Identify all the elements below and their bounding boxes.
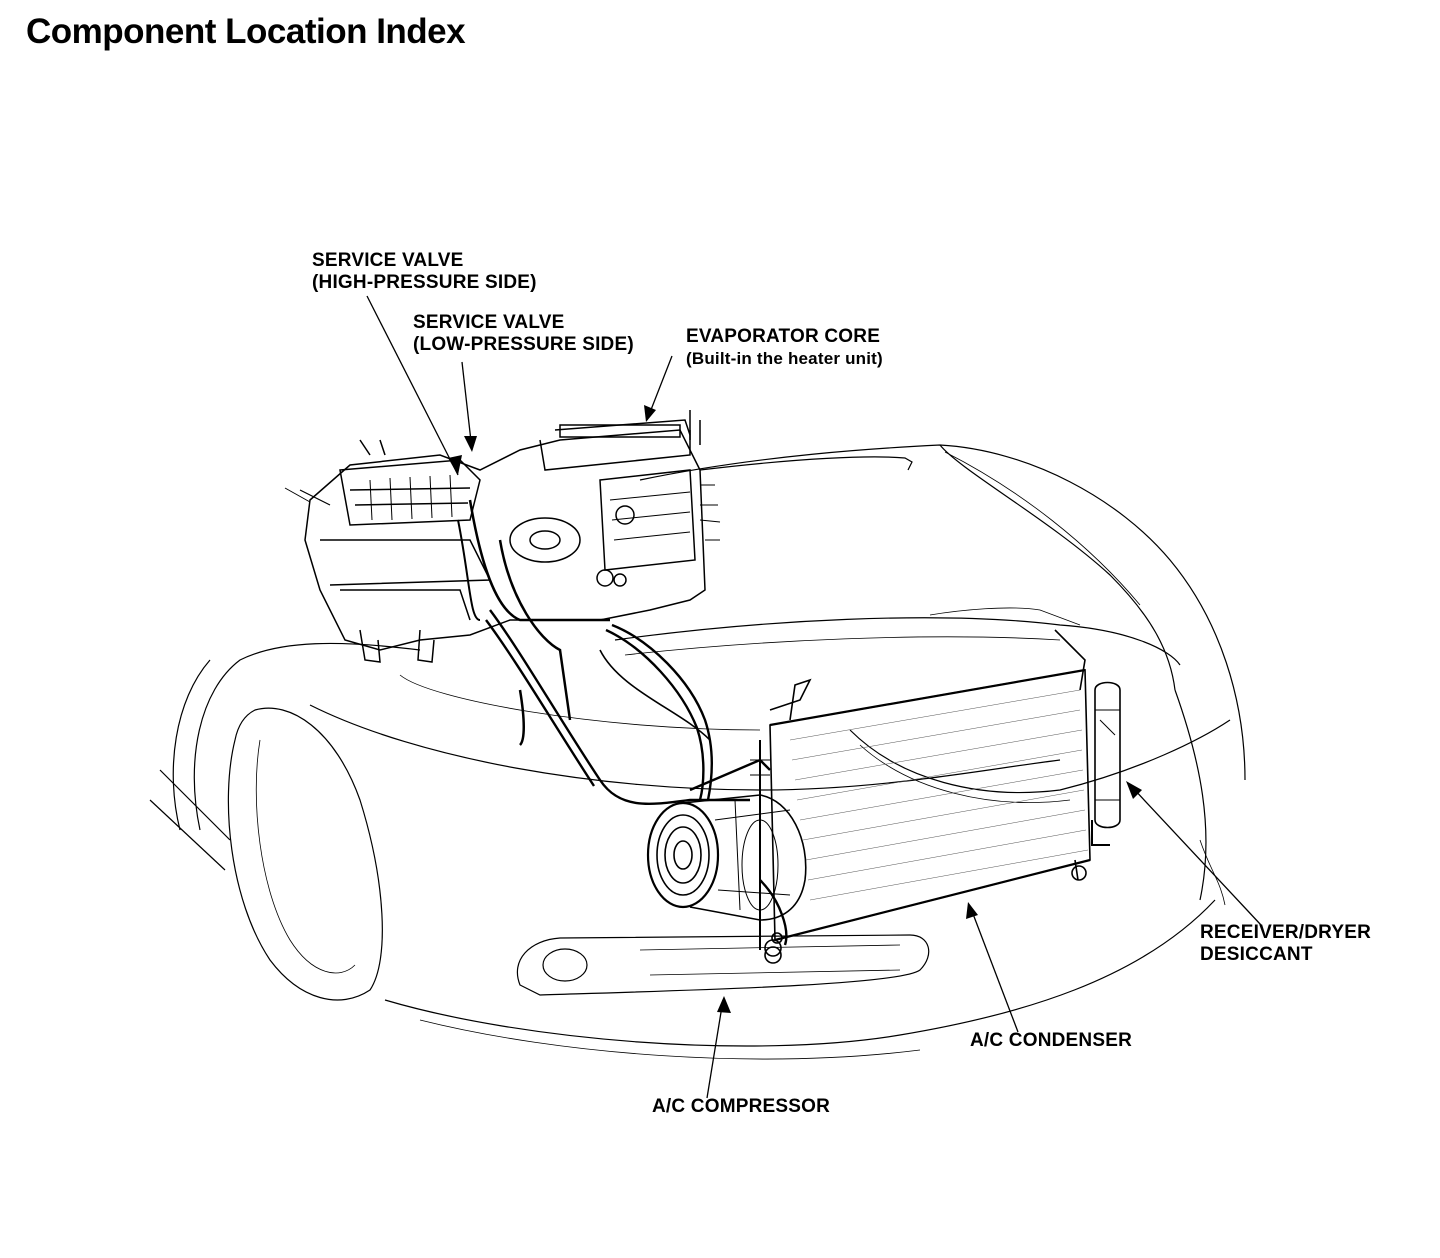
callout-ac-condenser: A/C CONDENSER — [970, 1030, 1132, 1052]
ac-compressor — [646, 794, 807, 957]
callout-ac-compressor: A/C COMPRESSOR — [652, 1096, 830, 1118]
callout-service-valve-low: SERVICE VALVE (LOW-PRESSURE SIDE) — [413, 312, 634, 356]
callout-service-valve-low-line1: SERVICE VALVE — [413, 312, 565, 333]
leader-lines — [366, 295, 1262, 1099]
callout-service-valve-high: SERVICE VALVE (HIGH-PRESSURE SIDE) — [312, 250, 537, 294]
callout-ac-compressor-line1: A/C COMPRESSOR — [652, 1096, 831, 1117]
callout-receiver-dryer: RECEIVER/DRYER DESICCANT — [1200, 922, 1371, 966]
ac-condenser — [750, 629, 1091, 964]
callout-service-valve-low-line2: (LOW-PRESSURE SIDE) — [413, 334, 634, 355]
leader-arrowheads — [448, 405, 1142, 1013]
callout-service-valve-high-line2: (HIGH-PRESSURE SIDE) — [312, 272, 537, 293]
refrigerant-lines — [485, 609, 771, 805]
callout-ac-condenser-line1: A/C CONDENSER — [970, 1030, 1133, 1051]
callout-evaporator-core-line1: EVAPORATOR CORE — [686, 326, 881, 347]
heater-unit — [284, 410, 721, 746]
callout-receiver-dryer-line1: RECEIVER/DRYER — [1200, 922, 1372, 943]
callout-service-valve-high-line1: SERVICE VALVE — [312, 250, 464, 271]
callout-evaporator-core-line2: (Built-in the heater unit) — [686, 349, 883, 368]
callout-receiver-dryer-line2: DESICCANT — [1200, 944, 1313, 965]
car-body-outline — [149, 444, 1246, 1060]
receiver-dryer — [1091, 681, 1121, 846]
page-title: Component Location Index — [26, 12, 466, 51]
callout-evaporator-core: EVAPORATOR CORE (Built-in the heater uni… — [686, 326, 883, 370]
